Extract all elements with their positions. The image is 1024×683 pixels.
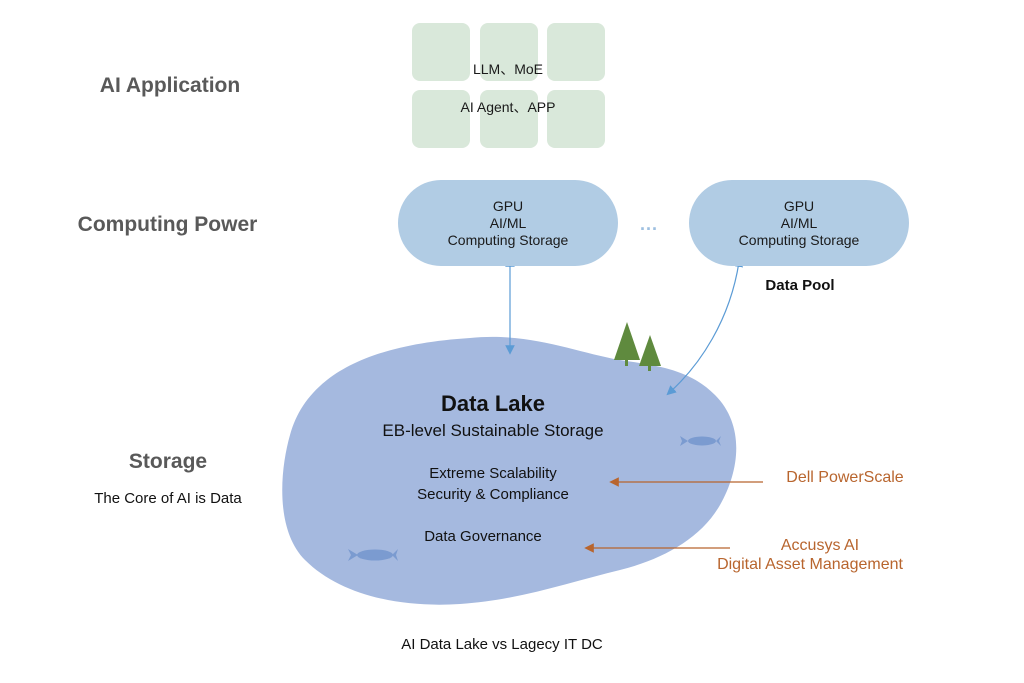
data-lake-subtitle: EB-level Sustainable Storage — [382, 421, 604, 440]
app-tile — [480, 23, 538, 81]
data-lake-shape — [282, 336, 737, 605]
compute-node-storage: Computing Storage — [738, 231, 860, 248]
compute-node-gpu: GPU — [783, 197, 815, 214]
compute-node-aiml: AI/ML — [489, 214, 527, 231]
tree-icon — [614, 322, 640, 366]
app-agents-text: AI Agent、APP — [460, 99, 556, 115]
app-models-text: LLM、MoE — [472, 61, 544, 77]
data-pool-label: Data Pool — [765, 277, 835, 294]
ellipsis: ... — [640, 214, 659, 234]
fish-icon — [348, 549, 398, 561]
app-tile — [547, 23, 605, 81]
feature-scalability: Extreme Scalability — [429, 465, 557, 482]
vendor-accusys-dam: Digital Asset Management — [717, 556, 903, 573]
app-tile — [412, 23, 470, 81]
pool-lake-arrow — [666, 257, 744, 396]
app-tile — [480, 90, 538, 148]
compute-node-storage: Computing Storage — [447, 231, 569, 248]
app-tile — [547, 90, 605, 148]
layer-label-computing: Computing Power — [77, 213, 258, 236]
layer-label-application: AI Application — [99, 74, 241, 97]
compute-node: GPU AI/ML Computing Storage — [398, 180, 618, 266]
data-governance: Data Governance — [424, 528, 542, 545]
layer-label-storage: Storage — [128, 450, 208, 473]
fish-icon — [680, 436, 721, 446]
compute-node-gpu: GPU — [492, 197, 524, 214]
feature-security: Security & Compliance — [417, 486, 569, 503]
app-tile — [412, 90, 470, 148]
compute-node-aiml: AI/ML — [780, 214, 818, 231]
tree-icon — [639, 335, 661, 371]
compute-node: GPU AI/ML Computing Storage — [689, 180, 909, 266]
storage-subtitle: The Core of AI is Data — [94, 490, 242, 507]
vendor-dell: Dell PowerScale — [786, 469, 904, 486]
vendor-accusys: Accusys AI — [780, 537, 860, 554]
data-lake-title: Data Lake — [441, 391, 545, 416]
diagram-caption: AI Data Lake vs Lagecy IT DC — [401, 636, 603, 653]
